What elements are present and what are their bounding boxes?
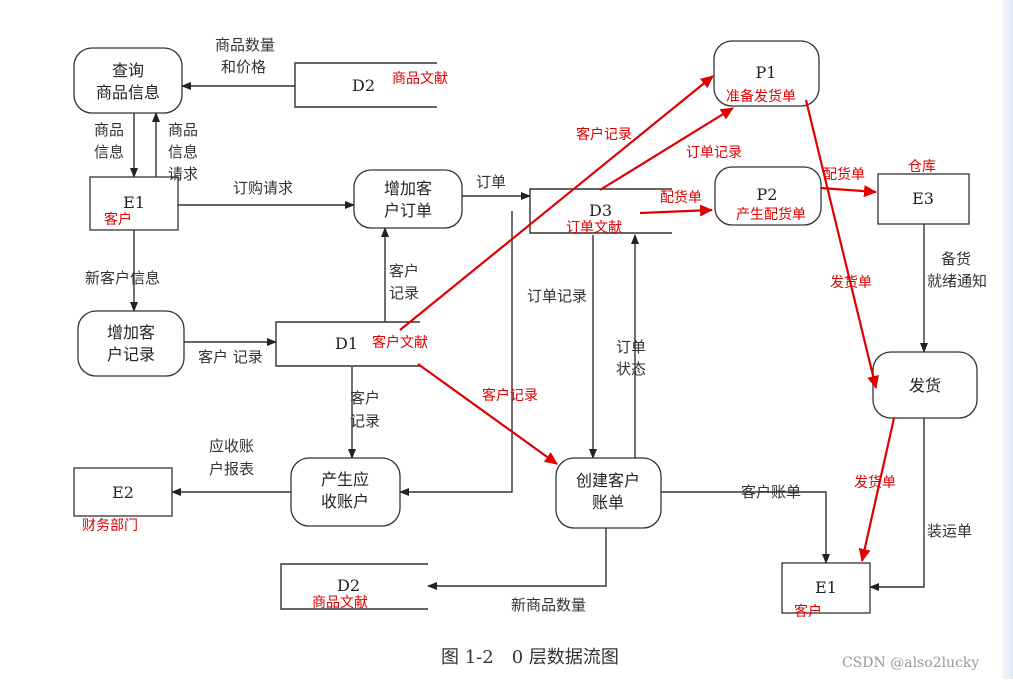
black-flows [130,82,928,591]
red-annotation-arrows [399,75,896,562]
entity-e1-bottom [781,562,871,614]
flow-label-goods-info-req-3: 请求 [168,165,198,183]
store-d2-bottom [280,563,428,610]
flow-label-cust-rec-up-1: 客户 [389,262,419,280]
entity-e1-top [89,176,179,231]
flow-label-order-status-1: 订单 [616,338,646,356]
query-goods-label-1: 查询 [112,61,144,80]
flow-label-customer-bill: 客户账单 [741,483,801,501]
d3-label: D3 [589,201,612,220]
note-finance: 财务部门 [82,518,138,534]
process-add-order [353,169,463,229]
create-bill-label-2: 账单 [592,493,624,512]
red-arrow-d3-to-p2 [639,204,713,217]
flow-label-receivable-1: 应收账 [209,437,254,455]
note-cust-rec-p1: 客户记录 [576,126,632,143]
window-edge [1002,0,1013,679]
note-ship-note-1: 发货单 [830,274,872,291]
red-arrow-d1-to-p1 [399,75,714,331]
flow-label-order: 订单 [476,173,506,191]
d2-top-label: D2 [352,76,375,95]
note-order-rec-p1: 订单记录 [686,145,742,161]
flow-label-cust-rec-up-2: 记录 [389,284,419,302]
process-add-customer [77,310,185,377]
ship-label: 发货 [909,376,941,395]
process-p2 [714,166,822,226]
note-customer-bottom: 客户 [794,603,822,620]
flow-label-qty-price-1: 商品数量 [215,36,275,54]
add-order-label-1: 增加客 [384,179,432,198]
process-query-goods [73,47,183,114]
flow-label-cust-rec-left: 客户 记录 [198,348,263,366]
store-d2-top [294,62,437,108]
add-order-label-2: 户订单 [384,201,432,220]
e3-label: E3 [912,189,934,208]
flow-label-qty-price-2: 和价格 [221,58,266,76]
flow-label-goods-info-2: 信息 [94,143,124,161]
red-arrow-p2-to-e3 [820,185,877,198]
note-goods-doc-bottom: 商品文献 [312,595,368,611]
figure-caption: 图 1-2 0 层数据流图 [441,647,619,668]
flow-label-cust-rec-down-2: 记录 [350,412,380,430]
d1-label: D1 [335,334,358,353]
flow-label-goods-info-req-2: 信息 [168,143,198,161]
note-prepare-ship: 准备发货单 [726,88,796,105]
flow-createbill-to-e1 [661,491,830,564]
red-arrow-ship-to-e1 [858,417,896,562]
flow-label-stock-ready-1: 备货 [941,250,971,268]
note-cust-rec-bill: 客户记录 [482,387,538,404]
flow-label-new-goods-qty: 新商品数量 [511,596,586,614]
flow-label-goods-info-1: 商品 [94,121,124,139]
flow-label-shipping-list: 装运单 [927,522,972,540]
note-picking-2: 配货单 [823,166,865,183]
flow-label-order-request: 订购请求 [233,179,293,197]
add-customer-label-1: 增加客 [107,323,155,342]
query-goods-label-2: 商品信息 [96,83,160,102]
flow-label-receivable-2: 户报表 [209,460,254,478]
note-warehouse: 仓库 [908,159,936,175]
red-arrow-d1-to-createbill [417,363,558,465]
flow-createbill-to-d2 [427,528,607,590]
note-order-doc: 订单文献 [566,220,622,236]
flow-label-stock-ready-2: 就绪通知 [927,272,987,290]
process-gen-receivable [290,457,401,527]
flow-label-order-status-2: 状态 [616,360,646,378]
store-d1 [275,321,420,367]
gen-receivable-label-1: 产生应 [321,470,369,489]
flow-label-goods-info-req-1: 商品 [168,121,198,139]
red-arrow-p1-to-ship [804,99,879,389]
e1-bottom-label: E1 [815,578,837,597]
note-goods-doc-top: 商品文献 [392,71,448,87]
gen-receivable-label-2: 收账户 [321,492,369,511]
note-gen-picking: 产生配货单 [736,206,806,223]
entity-e2 [73,467,173,517]
create-bill-label-1: 创建客户 [576,471,640,490]
note-customer-doc: 客户文献 [372,334,428,351]
red-arrow-d3-to-p1 [599,107,734,191]
flow-label-order-record: 订单记录 [527,287,587,305]
process-create-bill [555,457,662,529]
note-customer-top: 客户 [104,211,132,228]
note-picking-1: 配货单 [660,189,702,206]
e1-top-label: E1 [123,193,145,212]
note-ship-note-2: 发货单 [854,474,896,491]
flow-label-cust-rec-down-1: 客户 [350,389,380,407]
p1-label: P1 [756,63,777,82]
flow-ship-to-e1 [869,418,925,591]
p2-label: P2 [757,185,778,204]
d2-bottom-label: D2 [337,576,360,595]
e2-label: E2 [112,483,134,502]
entity-e3 [877,173,970,225]
flow-d3-to-receivable [399,211,513,496]
process-p1 [713,40,820,107]
add-customer-label-2: 户记录 [107,345,155,364]
csdn-watermark: CSDN @also2lucky [842,655,979,671]
flow-label-new-customer: 新客户信息 [85,269,160,287]
